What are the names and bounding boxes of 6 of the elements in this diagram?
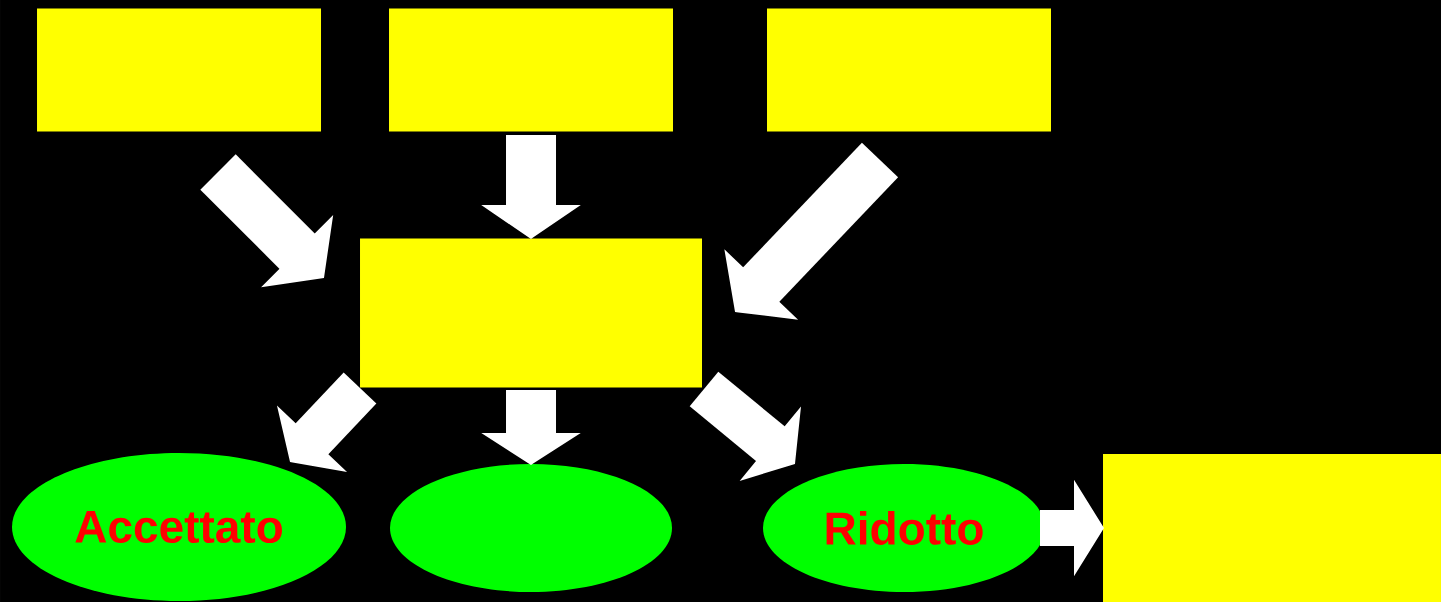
ellipse-shape <box>390 464 672 592</box>
rectangle-box <box>1103 454 1441 602</box>
rectangle-box <box>37 8 321 132</box>
rectangle-box <box>389 8 673 132</box>
rectangle-box <box>360 238 702 388</box>
rectangle-box <box>767 8 1051 132</box>
